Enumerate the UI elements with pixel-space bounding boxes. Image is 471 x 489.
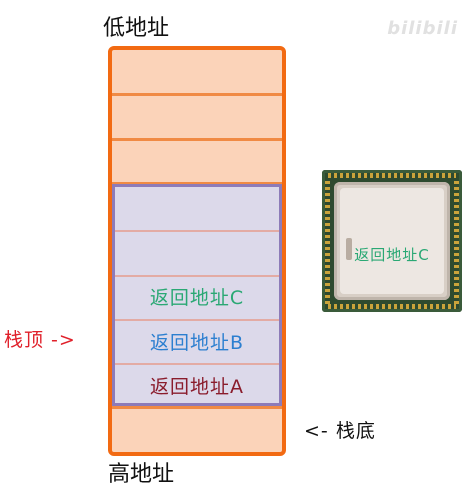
cpu-notch <box>346 238 352 260</box>
cpu-pins <box>328 173 456 178</box>
stack-divider <box>115 275 279 277</box>
memory-divider <box>112 93 282 96</box>
cpu-chip-icon: 返回地址C <box>322 170 462 312</box>
stack-slot-return-address-c: 返回地址C <box>149 287 245 309</box>
stack-slot-return-address-b: 返回地址B <box>149 332 245 354</box>
stack-slot-return-address-a: 返回地址A <box>150 376 244 398</box>
low-address-label: 低地址 <box>103 16 170 41</box>
cpu-pins <box>328 304 456 309</box>
cpu-pins <box>325 178 330 304</box>
high-address-label: 高地址 <box>108 462 175 487</box>
stack-region: 返回地址C 返回地址B 返回地址A <box>112 184 282 406</box>
cpu-pins <box>454 178 459 304</box>
stack-top-label: 栈顶 -> <box>4 329 76 351</box>
stack-divider <box>115 363 279 365</box>
watermark: bilibili <box>236 18 466 44</box>
stack-divider <box>115 230 279 232</box>
cpu-lid-surface <box>340 188 444 294</box>
stack-divider <box>115 319 279 321</box>
cpu-register-content: 返回地址C <box>354 246 430 264</box>
stack-bottom-label: <- 栈底 <box>304 420 376 442</box>
bilibili-logo: bilibili <box>387 18 458 39</box>
memory-divider <box>112 138 282 141</box>
cpu-heat-spreader: 返回地址C <box>334 182 450 300</box>
memory-divider <box>112 182 282 185</box>
memory-divider <box>112 406 282 409</box>
memory-column: 返回地址C 返回地址B 返回地址A <box>108 46 286 456</box>
